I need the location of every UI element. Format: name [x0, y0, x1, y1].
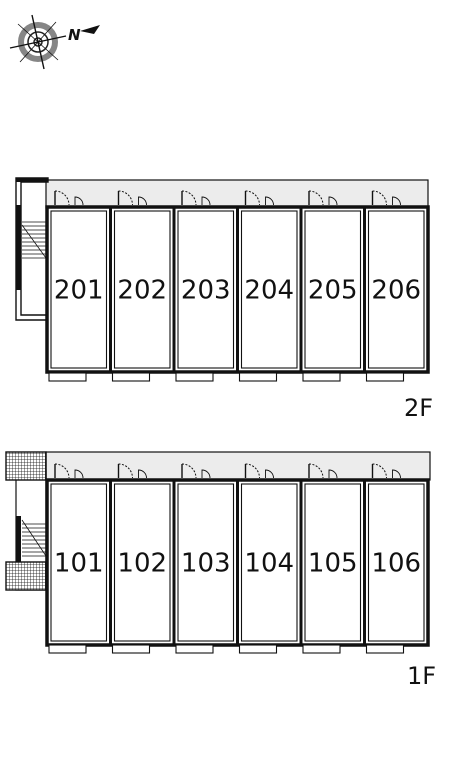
unit-room-102	[113, 483, 171, 642]
unit-number-106: 106	[371, 549, 421, 579]
unit-number-205: 205	[308, 276, 358, 306]
unit-room-103	[177, 483, 235, 642]
balcony-206	[365, 372, 405, 382]
balcony-106	[365, 644, 405, 654]
door-swing-icon	[371, 190, 401, 206]
balcony-204	[238, 372, 278, 382]
door-swing-icon	[117, 190, 147, 206]
unit-partition-wall	[299, 207, 303, 372]
compass-north-label: N	[68, 26, 81, 44]
door-swing-icon	[54, 463, 84, 479]
unit-room-201	[50, 210, 108, 369]
floor-1f-plan: 101 102 103 104 105 106 1F	[5, 451, 436, 690]
unit-number-104: 104	[244, 549, 294, 579]
unit-number-203: 203	[181, 276, 231, 306]
balcony-105	[302, 644, 341, 654]
door-swing-icon	[117, 463, 147, 479]
unit-number-202: 202	[117, 276, 167, 306]
floor-1f-corridor	[45, 451, 431, 481]
north-arrow-compass-icon: N	[9, 14, 100, 70]
unit-partition-wall	[172, 480, 176, 645]
unit-room-204	[240, 210, 298, 369]
floor-2f-staircase	[15, 177, 49, 321]
floor-2f-label: 2F	[404, 394, 433, 422]
unit-number-102: 102	[117, 549, 167, 579]
door-swing-icon	[244, 190, 274, 206]
door-swing-icon	[54, 190, 84, 206]
unit-number-103: 103	[181, 549, 231, 579]
unit-number-101: 101	[54, 549, 104, 579]
floor-2f-units: 201 202 203 204 205 206	[45, 190, 430, 382]
balcony-205	[302, 372, 341, 382]
unit-room-105	[304, 483, 362, 642]
door-swing-icon	[181, 190, 211, 206]
floor-1f-staircase	[5, 451, 47, 591]
unit-partition-wall	[299, 480, 303, 645]
unit-partition-wall	[109, 207, 112, 372]
unit-room-106	[367, 483, 425, 642]
floor-2f-corridor	[45, 179, 429, 209]
unit-room-202	[113, 210, 171, 369]
balcony-201	[48, 372, 87, 382]
unit-partition-wall	[363, 207, 366, 372]
balcony-104	[238, 644, 278, 654]
unit-partition-wall	[363, 480, 366, 645]
unit-room-206	[367, 210, 425, 369]
unit-partition-wall	[236, 480, 239, 645]
unit-number-206: 206	[371, 276, 421, 306]
unit-partition-wall	[236, 207, 239, 372]
unit-room-205	[304, 210, 362, 369]
door-swing-icon	[181, 463, 211, 479]
unit-room-101	[50, 483, 108, 642]
door-swing-icon	[308, 463, 338, 479]
unit-number-201: 201	[54, 276, 104, 306]
balcony-203	[175, 372, 214, 382]
balcony-103	[175, 644, 214, 654]
door-swing-icon	[371, 463, 401, 479]
unit-partition-wall	[109, 480, 112, 645]
unit-number-204: 204	[244, 276, 294, 306]
balcony-101	[48, 644, 87, 654]
unit-partition-wall	[172, 207, 176, 372]
balcony-202	[111, 372, 151, 382]
balcony-102	[111, 644, 151, 654]
floor-2f-plan: 201 202 203 204 205 206 2F	[15, 177, 433, 422]
unit-room-203	[177, 210, 235, 369]
floor-1f-label: 1F	[407, 662, 436, 690]
floor-1f-units: 101 102 103 104 105 106	[45, 463, 430, 654]
unit-number-105: 105	[308, 549, 358, 579]
unit-room-104	[240, 483, 298, 642]
door-swing-icon	[308, 190, 338, 206]
door-swing-icon	[244, 463, 274, 479]
